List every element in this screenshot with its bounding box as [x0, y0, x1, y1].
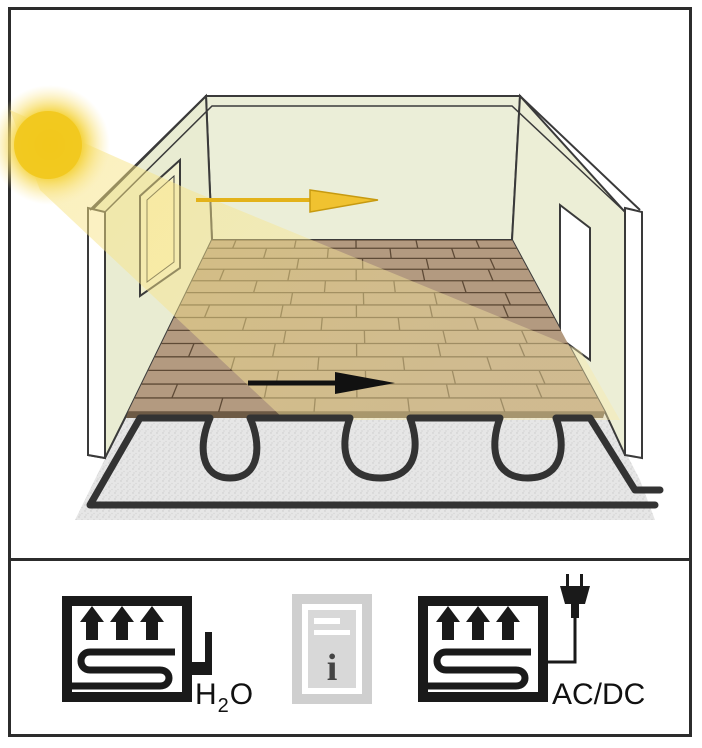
svg-text:i: i: [327, 647, 338, 689]
floor-board-joint: [451, 248, 456, 259]
floor-board-joint: [415, 240, 419, 249]
section-divider: [8, 558, 692, 561]
right-doorway: [559, 202, 591, 362]
floor-heat-arrow: [248, 372, 395, 394]
floor-board-joint: [487, 269, 494, 281]
radiant-heat-arrow: [196, 189, 379, 213]
floor-board-joint: [421, 269, 426, 281]
floor-board-joint: [187, 343, 195, 358]
power-label: AC/DC: [552, 678, 646, 711]
info-icon: i: [292, 594, 372, 704]
floor-board-joint: [461, 280, 467, 293]
heating-pipe: [86, 414, 664, 509]
floor-board-joint: [489, 258, 496, 270]
electric-underfloor-heating-icon: [418, 596, 577, 702]
floor-board-joint: [218, 397, 224, 412]
floor-board-joint: [502, 304, 509, 318]
right-wall-edge: [624, 206, 643, 460]
sunlight-beam: [10, 110, 620, 420]
floor-board-joint: [504, 292, 512, 306]
floor-board-joint: [475, 240, 481, 249]
ground-layer: [75, 412, 655, 520]
floor-board-joint: [171, 383, 179, 399]
floor-board-joint: [389, 248, 392, 259]
water-label: H2O: [195, 678, 254, 717]
power-plug-icon: [560, 574, 590, 618]
water-underfloor-heating-icon: [62, 596, 212, 702]
floor-board-joint: [425, 258, 430, 270]
